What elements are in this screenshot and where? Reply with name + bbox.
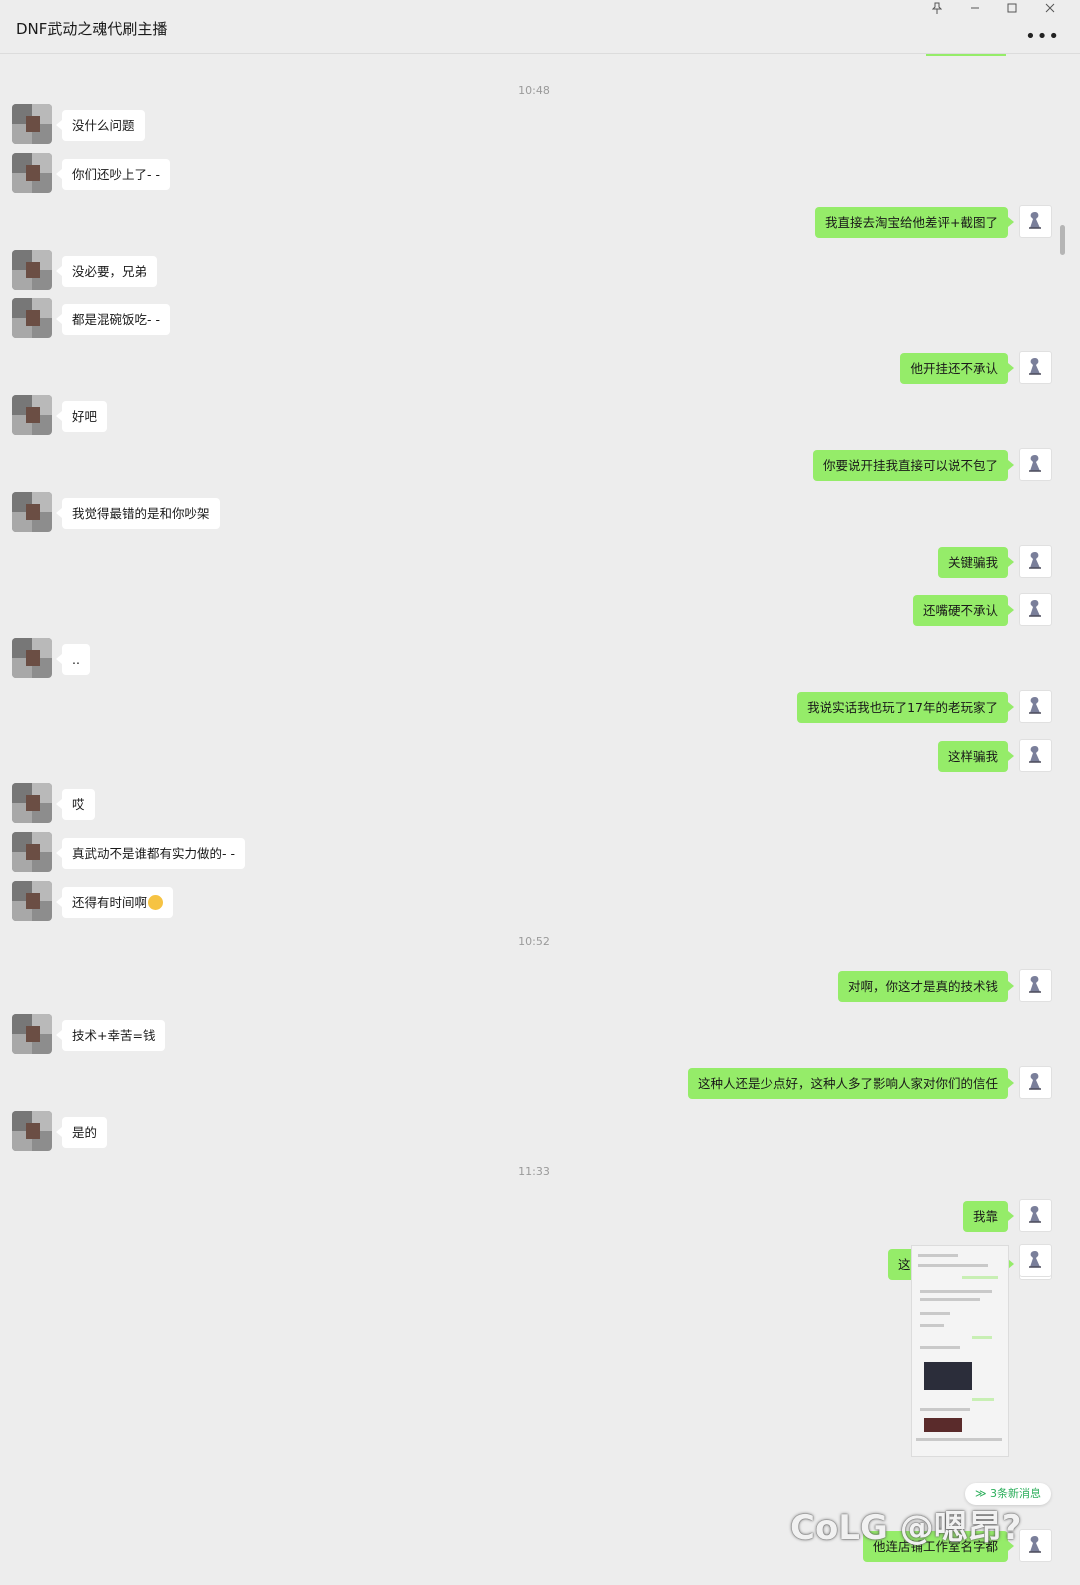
- message-text: 他开挂还不承认: [910, 361, 998, 376]
- message-text: 真武动不是谁都有实力做的- -: [72, 846, 235, 861]
- chat-title: DNF武动之魂代刷主播: [16, 20, 168, 38]
- outgoing-message-bubble[interactable]: 他连店铺工作室名字都: [862, 1531, 1015, 1562]
- incoming-message-bubble[interactable]: 我觉得最错的是和你吵架: [56, 498, 220, 529]
- contact-avatar[interactable]: [12, 395, 52, 435]
- incoming-message-bubble[interactable]: 没必要，兄弟: [55, 256, 158, 287]
- message-text: 关键骗我: [947, 555, 998, 570]
- outgoing-message-bubble[interactable]: 还嘴硬不承认: [912, 595, 1015, 626]
- grinning-sweat-emoji: [148, 895, 164, 910]
- partial-message-bubble: [926, 54, 1006, 56]
- my-avatar[interactable]: [1019, 448, 1052, 481]
- message-text: 这种人还是少点好，这种人多了影响人家对你们的信任: [697, 1076, 998, 1091]
- message-text: 你们还吵上了- -: [72, 167, 160, 182]
- outgoing-message-bubble[interactable]: 这种人还是少点好，这种人多了影响人家对你们的信任: [687, 1068, 1015, 1099]
- contact-avatar[interactable]: [12, 104, 52, 144]
- contact-avatar[interactable]: [12, 298, 52, 338]
- outgoing-message-bubble[interactable]: 我说实话我也玩了17年的老玩家了: [797, 692, 1014, 723]
- contact-avatar[interactable]: [12, 153, 52, 193]
- message-text: 还嘴硬不承认: [922, 603, 998, 618]
- contact-avatar[interactable]: [12, 881, 52, 921]
- my-avatar[interactable]: [1019, 593, 1052, 626]
- message-text: 我直接去淘宝给他差评+截图了: [825, 215, 998, 230]
- message-text: 还得有时间啊: [72, 895, 148, 910]
- maximize-icon[interactable]: [1002, 0, 1022, 16]
- message-text: 没必要，兄弟: [72, 264, 148, 279]
- pin-icon[interactable]: [927, 0, 947, 16]
- message-text: 哎: [72, 797, 85, 812]
- incoming-message-bubble[interactable]: 哎: [56, 789, 95, 820]
- outgoing-message-bubble[interactable]: 对啊，你这才是真的技术钱: [837, 971, 1015, 1002]
- image-message[interactable]: [911, 1245, 1009, 1457]
- contact-avatar[interactable]: [12, 492, 52, 532]
- incoming-message-bubble[interactable]: 你们还吵上了- -: [56, 159, 170, 190]
- my-avatar[interactable]: [1019, 690, 1052, 723]
- outgoing-message-bubble[interactable]: 我直接去淘宝给他差评+截图了: [815, 207, 1014, 238]
- my-avatar[interactable]: [1019, 1066, 1052, 1099]
- my-avatar[interactable]: [1019, 205, 1052, 238]
- my-avatar[interactable]: [1019, 545, 1052, 578]
- message-text: ..: [72, 652, 80, 667]
- message-text: 没什么问题: [72, 118, 135, 133]
- message-list[interactable]: 10:48 没什么问题你们还吵上了- - 我直接去淘宝给他差评+截图了没必要，兄弟都…: [0, 54, 1068, 1585]
- message-text: 我觉得最错的是和你吵架: [72, 506, 210, 521]
- my-avatar[interactable]: [1019, 1199, 1052, 1232]
- watermark-logo: CoLG @嗯昂?: [790, 1508, 1022, 1548]
- new-messages-label: 3条新消息: [990, 1487, 1042, 1500]
- my-avatar[interactable]: [1019, 739, 1052, 772]
- close-icon[interactable]: [1040, 0, 1060, 16]
- incoming-message-bubble[interactable]: 技术+幸苦=钱: [55, 1020, 166, 1051]
- timestamp: 11:33: [518, 1165, 550, 1178]
- my-avatar[interactable]: [1019, 351, 1052, 384]
- contact-avatar[interactable]: [12, 250, 52, 290]
- incoming-message-bubble[interactable]: 真武动不是谁都有实力做的- -: [56, 838, 245, 869]
- incoming-message-bubble[interactable]: ..: [56, 644, 90, 675]
- message-text: 这样骗我: [947, 749, 998, 764]
- my-avatar[interactable]: [1019, 1529, 1052, 1562]
- incoming-message-bubble[interactable]: 是的: [55, 1117, 108, 1148]
- outgoing-message-bubble[interactable]: 关键骗我: [937, 547, 1015, 578]
- incoming-message-bubble[interactable]: 还得有时间啊: [55, 887, 174, 918]
- timestamp: 10:52: [518, 935, 550, 948]
- timestamp: 10:48: [518, 84, 550, 97]
- contact-avatar[interactable]: [12, 832, 52, 872]
- message-text: 你要说开挂我直接可以说不包了: [822, 458, 998, 473]
- outgoing-message-bubble[interactable]: 他开挂还不承认: [900, 353, 1014, 384]
- my-avatar[interactable]: [1019, 969, 1052, 1002]
- message-text: 是的: [72, 1125, 98, 1140]
- screenshot-photo: [924, 1362, 972, 1390]
- message-text: 好吧: [72, 409, 98, 424]
- outgoing-message-bubble[interactable]: 你要说开挂我直接可以说不包了: [812, 450, 1015, 481]
- outgoing-message-bubble[interactable]: 这样骗我: [937, 741, 1015, 772]
- message-text: 我靠: [972, 1209, 998, 1224]
- screenshot-photo: [924, 1418, 962, 1432]
- contact-avatar[interactable]: [12, 1014, 52, 1054]
- message-text: 技术+幸苦=钱: [72, 1028, 156, 1043]
- title-bar: DNF武动之魂代刷主播 •••: [0, 0, 1080, 54]
- scrollbar-thumb[interactable]: [1060, 225, 1065, 255]
- contact-avatar[interactable]: [12, 1111, 52, 1151]
- chevron-down-icon: ≫: [975, 1487, 991, 1500]
- contact-avatar[interactable]: [12, 783, 52, 823]
- minimize-icon[interactable]: [965, 0, 985, 16]
- message-text: 对啊，你这才是真的技术钱: [847, 979, 998, 994]
- incoming-message-bubble[interactable]: 都是混碗饭吃- -: [56, 304, 170, 335]
- more-options-button[interactable]: •••: [1025, 26, 1060, 47]
- incoming-message-bubble[interactable]: 好吧: [55, 401, 108, 432]
- my-avatar[interactable]: [1019, 1244, 1052, 1277]
- message-text: 他连店铺工作室名字都: [872, 1539, 998, 1554]
- contact-avatar[interactable]: [12, 638, 52, 678]
- message-text: 我说实话我也玩了17年的老玩家了: [807, 700, 998, 715]
- new-messages-button[interactable]: ≫ 3条新消息: [965, 1483, 1052, 1505]
- incoming-message-bubble[interactable]: 没什么问题: [56, 110, 145, 141]
- message-text: 都是混碗饭吃- -: [72, 312, 160, 327]
- outgoing-message-bubble[interactable]: 我靠: [962, 1201, 1015, 1232]
